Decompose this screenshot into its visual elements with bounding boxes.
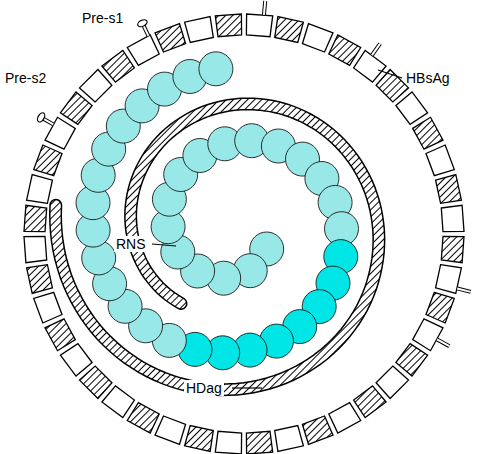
- hdag-bead: [199, 52, 233, 86]
- envelope-block: [80, 70, 112, 102]
- envelope-block: [396, 344, 428, 377]
- envelope-spike: [457, 288, 471, 291]
- rna-band-outline: [56, 104, 379, 390]
- antigen-label: HDag: [184, 380, 224, 396]
- spike-head: [137, 18, 149, 28]
- envelope-block: [376, 70, 408, 102]
- envelope-spike: [372, 44, 380, 55]
- leader-line: [232, 387, 262, 388]
- envelope-block: [275, 426, 304, 452]
- envelope-block: [215, 431, 241, 454]
- envelope-block: [127, 403, 159, 433]
- envelope-spike: [457, 288, 471, 291]
- envelope-block: [275, 17, 304, 43]
- envelope-block: [441, 205, 464, 231]
- envelope-block: [246, 14, 272, 37]
- envelope-block: [354, 50, 387, 82]
- spike-label: Pre-s1: [80, 10, 125, 26]
- rna-band-fill: [56, 104, 379, 390]
- envelope-block: [24, 205, 47, 231]
- leader-line: [152, 244, 176, 246]
- envelope-block: [329, 35, 361, 65]
- envelope-block: [102, 386, 134, 418]
- envelope-spikes: [36, 1, 471, 346]
- envelope-block: [441, 236, 464, 262]
- envelope-block: [413, 319, 443, 351]
- envelope-block: [60, 92, 92, 125]
- envelope-block: [45, 319, 75, 351]
- envelope-block: [155, 24, 186, 52]
- envelope-block: [27, 175, 53, 204]
- envelope-block: [215, 14, 241, 37]
- envelope-block: [24, 236, 47, 262]
- envelope-spike: [372, 44, 380, 55]
- envelope-block: [60, 344, 92, 377]
- envelope-block: [80, 366, 112, 398]
- envelope-block: [376, 366, 408, 398]
- envelope-block: [426, 292, 454, 323]
- hdag-beads: [76, 52, 359, 370]
- envelope-spike: [437, 339, 449, 346]
- envelope-ring: [24, 14, 464, 454]
- envelope-spike: [264, 1, 265, 15]
- envelope-block: [102, 50, 134, 82]
- spike-head: [36, 112, 46, 124]
- antigen-label: HBsAg: [404, 70, 452, 86]
- envelope-spike: [437, 339, 449, 346]
- envelope-block: [354, 386, 387, 418]
- envelope-block: [127, 35, 159, 65]
- rna-label: RNS: [114, 236, 148, 252]
- leader-lines: [152, 70, 402, 388]
- envelope-block: [34, 145, 62, 176]
- envelope-block: [396, 92, 428, 125]
- envelope-block: [302, 416, 333, 444]
- envelope-block: [329, 403, 361, 433]
- spike-label: Pre-s2: [3, 70, 48, 86]
- envelope-block: [185, 17, 214, 43]
- envelope-block: [413, 117, 443, 149]
- envelope-block: [302, 24, 333, 52]
- rna-band: [56, 104, 379, 390]
- envelope-spike: [264, 1, 265, 15]
- envelope-block: [246, 431, 272, 454]
- envelope-block: [34, 292, 62, 323]
- envelope-block: [27, 265, 53, 294]
- envelope-block: [436, 175, 462, 204]
- envelope-block: [155, 416, 186, 444]
- envelope-block: [426, 145, 454, 176]
- envelope-block: [185, 426, 214, 452]
- leader-line: [378, 70, 402, 78]
